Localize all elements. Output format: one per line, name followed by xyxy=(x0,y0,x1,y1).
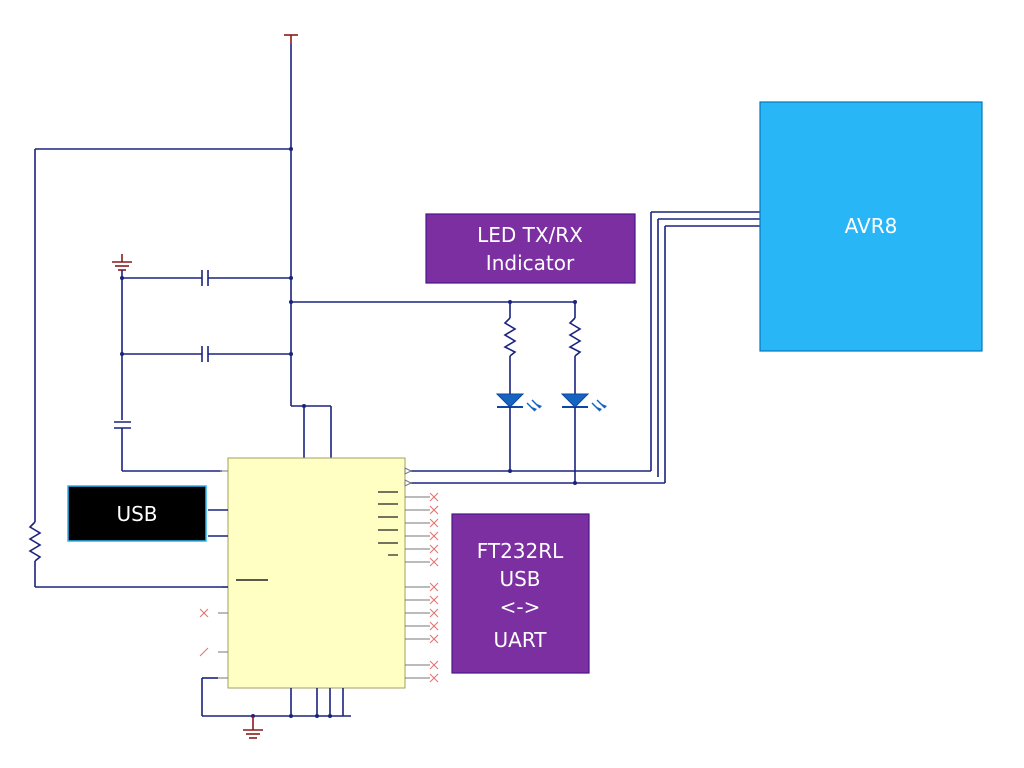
reset-pullup-wire xyxy=(28,148,291,588)
chip-left-pins xyxy=(199,470,228,716)
ft232rl-block: FT232RL USB <-> UART xyxy=(451,513,590,674)
chip-right-pins xyxy=(404,467,439,683)
avr8-label: AVR8 xyxy=(845,214,898,238)
avr8-block: AVR8 xyxy=(759,101,983,352)
usb-label: USB xyxy=(116,502,157,526)
ft232-chip xyxy=(199,457,439,718)
decoupling-capacitors xyxy=(114,270,291,472)
ground-symbol-icon xyxy=(243,716,263,739)
led-indicator-block: LED TX/RX Indicator xyxy=(425,213,636,284)
ft232-line3: <-> xyxy=(500,595,541,619)
led-indicator-line1: LED TX/RX xyxy=(477,223,583,247)
uart-lines xyxy=(405,211,760,484)
ft232-line4: UART xyxy=(494,628,548,652)
led-indicator-line2: Indicator xyxy=(486,251,575,275)
led-branch xyxy=(291,300,582,394)
vcc-symbol-icon xyxy=(284,34,298,44)
ft232-line2: USB xyxy=(499,567,540,591)
power-rail xyxy=(289,44,332,458)
usb-block: USB xyxy=(67,485,207,542)
ground-symbol-icon xyxy=(112,254,132,271)
chip-bottom-pins xyxy=(202,688,351,718)
ft232-line1: FT232RL xyxy=(477,539,564,563)
